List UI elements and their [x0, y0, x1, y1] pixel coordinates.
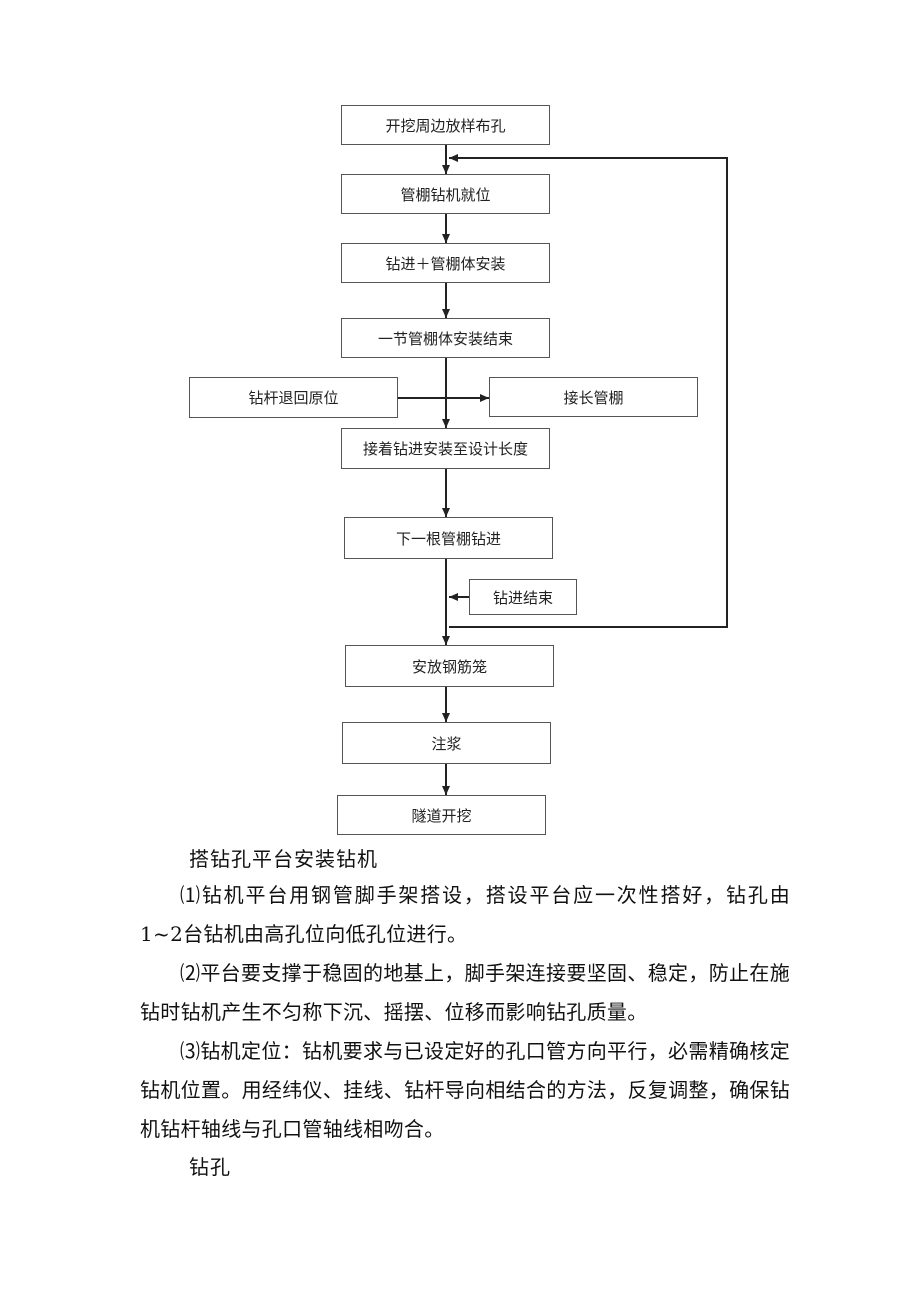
flow-step-4-label: 一节管棚体安装结束 — [377, 329, 513, 348]
flow-side-end: 钻进结束 — [469, 579, 577, 615]
flow-step-6-label: 下一根管棚钻进 — [395, 529, 501, 548]
flow-step-6: 下一根管棚钻进 — [344, 517, 553, 559]
flow-step-1-label: 开挖周边放样布孔 — [385, 116, 506, 135]
flow-side-right-label: 接长管棚 — [563, 388, 624, 407]
paragraph-3: ⑶钻机定位：钻机要求与已设定好的孔口管方向平行，必需精确核定钻机位置。用经纬仪、… — [140, 1039, 790, 1141]
flow-side-end-label: 钻进结束 — [492, 588, 553, 607]
flow-side-left-label: 钻杆退回原位 — [248, 389, 339, 407]
flow-step-8-label: 注浆 — [431, 734, 462, 753]
flow-step-1: 开挖周边放样布孔 — [341, 105, 550, 145]
flow-step-4: 一节管棚体安装结束 — [341, 318, 550, 358]
flow-side-left: 钻杆退回原位 — [189, 377, 398, 418]
flow-step-2: 管棚钻机就位 — [341, 174, 550, 214]
flow-step-5-label: 接着钻进安装至设计长度 — [362, 440, 528, 458]
flow-step-7: 安放钢筋笼 — [345, 645, 554, 687]
flow-step-9-label: 隧道开挖 — [411, 806, 472, 825]
paragraph-1: ⑴钻机平台用钢管脚手架搭设，搭设平台应一次性搭好，钻孔由1~2台钻机由高孔位向低… — [140, 883, 790, 946]
flow-step-3: 钻进＋管棚体安装 — [341, 243, 550, 283]
flow-step-5: 接着钻进安装至设计长度 — [341, 428, 550, 469]
section-heading-platform: 搭钻孔平台安装钻机 — [189, 847, 378, 871]
flow-step-2-label: 管棚钻机就位 — [400, 185, 491, 204]
flow-step-8: 注浆 — [342, 722, 551, 764]
section-heading-drilling: 钻孔 — [189, 1155, 231, 1179]
paragraph-2: ⑵平台要支撑于稳固的地基上，脚手架连接要坚固、稳定，防止在施钻时钻机产生不匀称下… — [140, 961, 790, 1024]
flow-side-right: 接长管棚 — [489, 377, 698, 417]
flowchart-connectors — [398, 145, 728, 795]
flow-step-7-label: 安放钢筋笼 — [411, 657, 487, 676]
flow-step-3-label: 钻进＋管棚体安装 — [385, 254, 506, 273]
flow-step-9: 隧道开挖 — [337, 795, 546, 835]
loop-back-line — [449, 154, 728, 628]
